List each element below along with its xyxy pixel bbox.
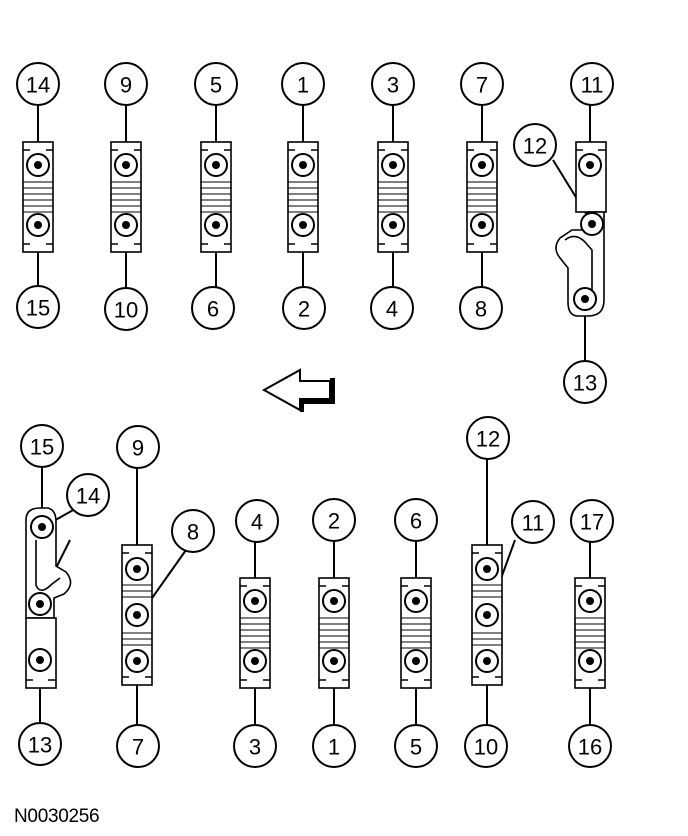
end-cap-bracket-lower (25, 507, 72, 689)
callout-upper-6: 6 (207, 297, 219, 322)
callout-lower-10: 10 (474, 735, 498, 760)
bearing-cap-lower-5 (471, 544, 503, 686)
callout-lower-8: 8 (187, 520, 199, 545)
callout-upper-9: 9 (120, 73, 132, 98)
callout-lower-4: 4 (251, 510, 263, 535)
bearing-cap-lower-4 (400, 577, 432, 689)
upper-callouts (16, 62, 614, 404)
callout-upper-2: 2 (298, 297, 310, 322)
callout-lower-6: 6 (410, 509, 422, 534)
bearing-cap-lower-6 (574, 577, 606, 689)
callout-lower-13: 13 (28, 733, 52, 758)
callout-upper-12: 12 (523, 134, 547, 159)
bearing-cap-upper-1 (22, 141, 54, 253)
bearing-cap-lower-3 (318, 577, 350, 689)
callout-upper-8: 8 (475, 297, 487, 322)
callout-upper-5: 5 (210, 73, 222, 98)
figure-reference-code: N0030256 (14, 806, 100, 827)
lower-callouts (18, 416, 614, 768)
callout-upper-13: 13 (573, 371, 597, 396)
callout-lower-7: 7 (132, 735, 144, 760)
callout-lower-5: 5 (410, 735, 422, 760)
callout-upper-1: 1 (297, 73, 309, 98)
bearing-cap-lower-1 (121, 544, 153, 686)
callout-lower-3: 3 (249, 735, 261, 760)
callout-upper-11: 11 (581, 73, 604, 98)
callout-lower-11: 11 (522, 511, 545, 536)
callout-lower-14: 14 (76, 484, 100, 509)
callout-lower-17: 17 (580, 510, 604, 535)
bearing-cap-upper-3 (200, 141, 232, 253)
callout-upper-14: 14 (26, 73, 50, 98)
callout-upper-10: 10 (114, 298, 138, 323)
bearing-cap-upper-4 (287, 141, 319, 253)
callout-upper-7: 7 (476, 73, 488, 98)
callout-lower-15: 15 (30, 435, 54, 460)
callout-lower-1: 1 (328, 735, 340, 760)
callout-lower-9: 9 (132, 436, 144, 461)
callout-lower-12: 12 (476, 427, 500, 452)
end-cap-bracket-upper (555, 141, 607, 317)
bearing-cap-upper-2 (110, 141, 142, 253)
callout-lower-16: 16 (578, 735, 602, 760)
arrow-left-icon (261, 368, 335, 412)
callout-upper-15: 15 (26, 296, 50, 321)
callout-lower-2: 2 (328, 509, 340, 534)
bearing-cap-lower-2 (239, 577, 271, 689)
callout-upper-3: 3 (387, 73, 399, 98)
callout-upper-4: 4 (386, 297, 398, 322)
bearing-cap-upper-6 (466, 141, 498, 253)
bearing-cap-upper-5 (377, 141, 409, 253)
